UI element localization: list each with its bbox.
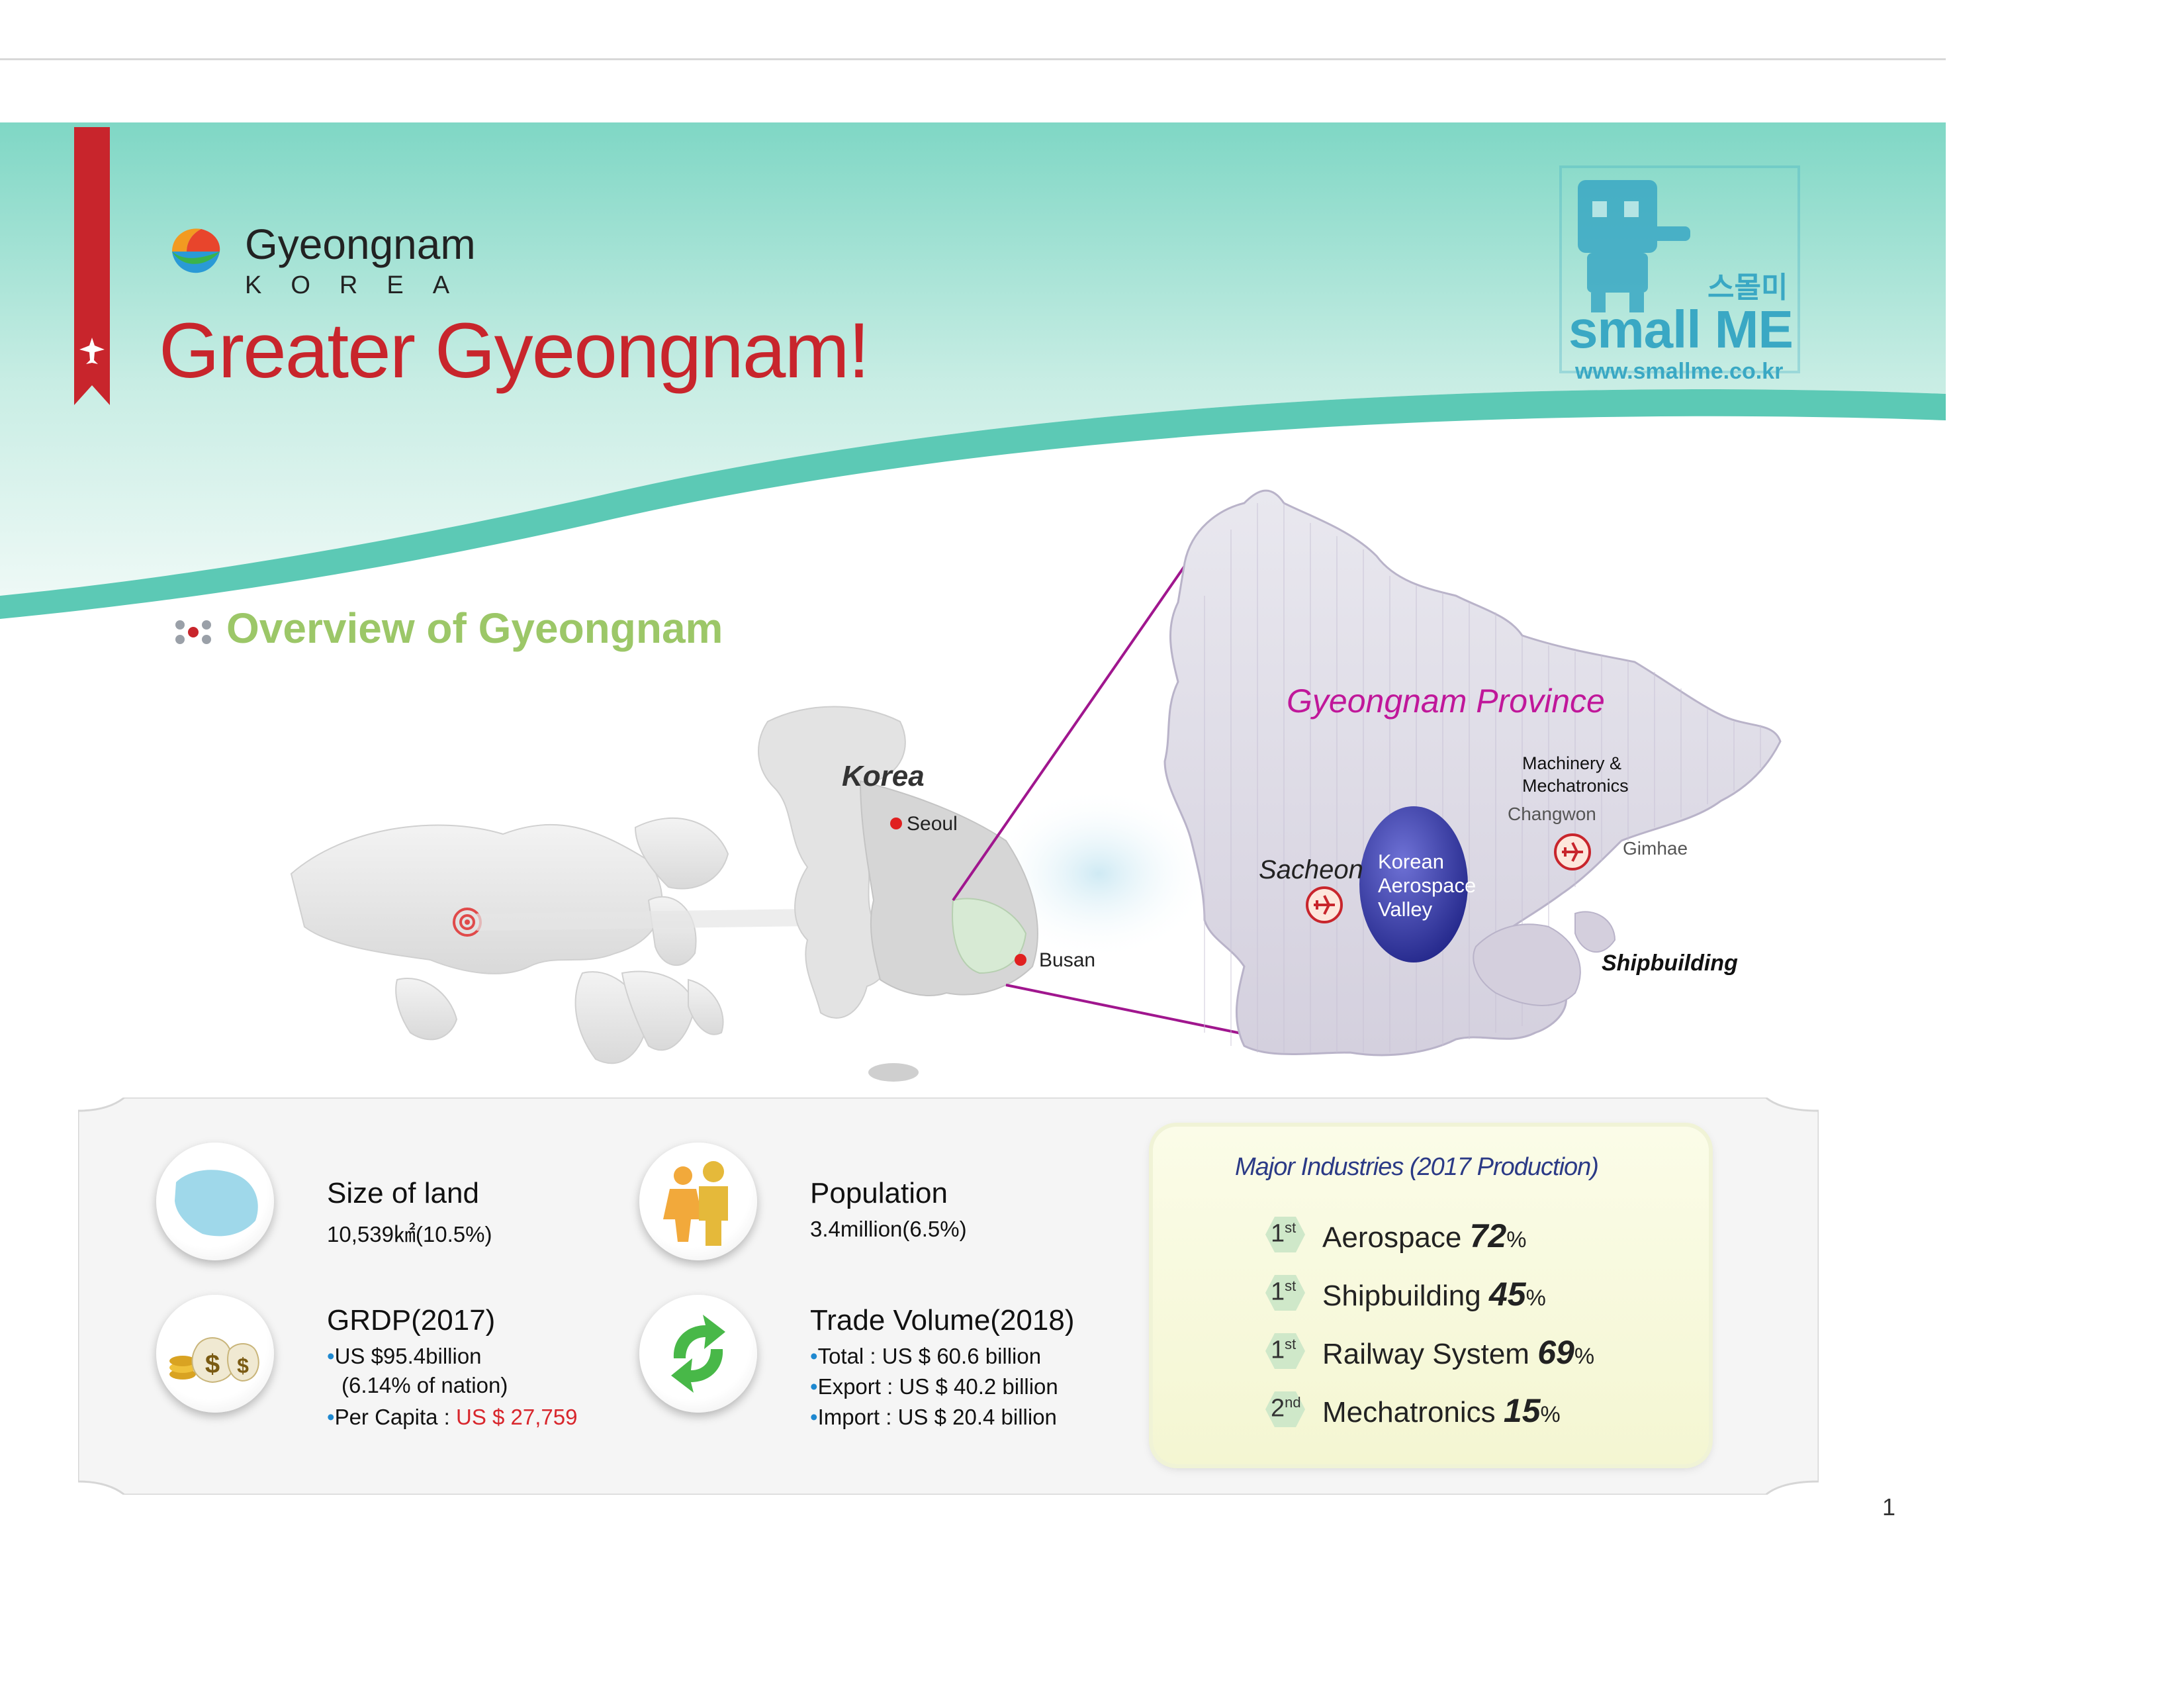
land-value: 10,539㎢(10.5%)	[327, 1222, 492, 1246]
money-bags-icon: $ $	[169, 1337, 259, 1383]
seoul-label: Seoul	[907, 813, 958, 835]
trade-icon-circle	[639, 1295, 757, 1413]
grdp-line1: •US $95.4billion	[327, 1344, 482, 1368]
industry-rank: 1st	[1271, 1336, 1297, 1364]
page-title: Greater Gyeongnam!	[159, 307, 870, 395]
exchange-arrows-icon	[671, 1315, 725, 1393]
industry-entry: Shipbuilding 45%	[1322, 1276, 1546, 1313]
shipbuilding-label: Shipbuilding	[1602, 951, 1738, 976]
smallme-url: www.smallme.co.kr	[1575, 359, 1784, 384]
land-map-icon	[175, 1170, 258, 1237]
grdp-line2: (6.14% of nation)	[341, 1373, 508, 1397]
valley-label-3: Valley	[1378, 898, 1433, 921]
land-icon-circle	[156, 1143, 274, 1260]
brand-subtitle: KOREA	[245, 271, 479, 299]
grdp-icon-circle: $ $	[156, 1295, 274, 1413]
province-label: Gyeongnam Province	[1287, 682, 1605, 720]
rank-hexagon-icon	[1265, 1217, 1305, 1252]
machinery-label: Machinery &	[1522, 753, 1622, 773]
gyeongnam-logo	[172, 228, 220, 273]
rank-hexagon-icon	[1265, 1275, 1305, 1311]
brand-name: Gyeongnam	[245, 220, 476, 268]
sacheon-label: Sacheon	[1259, 855, 1363, 884]
svg-text:$: $	[205, 1350, 220, 1379]
trade-total: •Total : US $ 60.6 billion	[810, 1344, 1042, 1368]
people-icon	[663, 1161, 728, 1246]
gimhae-label: Gimhae	[1623, 838, 1688, 859]
korea-label: Korea	[842, 760, 925, 792]
rank-hexagon-icon	[1265, 1333, 1305, 1369]
top-divider	[0, 58, 1946, 60]
industry-entry: Railway System 69%	[1322, 1334, 1595, 1371]
industry-rank: 1st	[1271, 1219, 1297, 1248]
mechatronics-label: Mechatronics	[1522, 776, 1629, 796]
industry-rank: 2nd	[1271, 1394, 1301, 1423]
smallme-korean-text: 스몰미	[1707, 271, 1788, 304]
major-industries-box	[1153, 1127, 1709, 1464]
valley-label-1: Korean	[1378, 850, 1444, 873]
svg-text:$: $	[237, 1354, 249, 1378]
industries-title: Major Industries (2017 Production)	[1235, 1153, 1599, 1181]
population-value: 3.4million(6.5%)	[810, 1217, 967, 1241]
trade-export: •Export : US $ 40.2 billion	[810, 1374, 1058, 1399]
ribbon-bookmark	[74, 127, 110, 405]
land-title: Size of land	[327, 1177, 479, 1209]
industry-entry: Aerospace 72%	[1322, 1217, 1527, 1254]
grdp-per-capita: •Per Capita : US $ 27,759	[327, 1405, 578, 1429]
grdp-title: GRDP(2017)	[327, 1304, 496, 1336]
busan-label: Busan	[1039, 949, 1096, 971]
page-number: 1	[1882, 1493, 1896, 1521]
bullet-dots-icon	[175, 620, 211, 644]
trade-import: •Import : US $ 20.4 billion	[810, 1405, 1057, 1429]
industry-entry: Mechatronics 15%	[1322, 1392, 1561, 1429]
population-title: Population	[810, 1177, 948, 1209]
trade-title: Trade Volume(2018)	[810, 1304, 1075, 1336]
smallme-brand: small ME	[1569, 300, 1794, 359]
changwon-label: Changwon	[1508, 804, 1596, 824]
population-icon-circle	[639, 1143, 757, 1260]
rank-hexagon-icon	[1265, 1391, 1305, 1427]
valley-label-2: Aerospace	[1378, 874, 1477, 897]
overview-heading: Overview of Gyeongnam	[226, 604, 723, 652]
smallme-robot-icon	[1559, 165, 1800, 373]
industry-rank: 1st	[1271, 1278, 1297, 1306]
